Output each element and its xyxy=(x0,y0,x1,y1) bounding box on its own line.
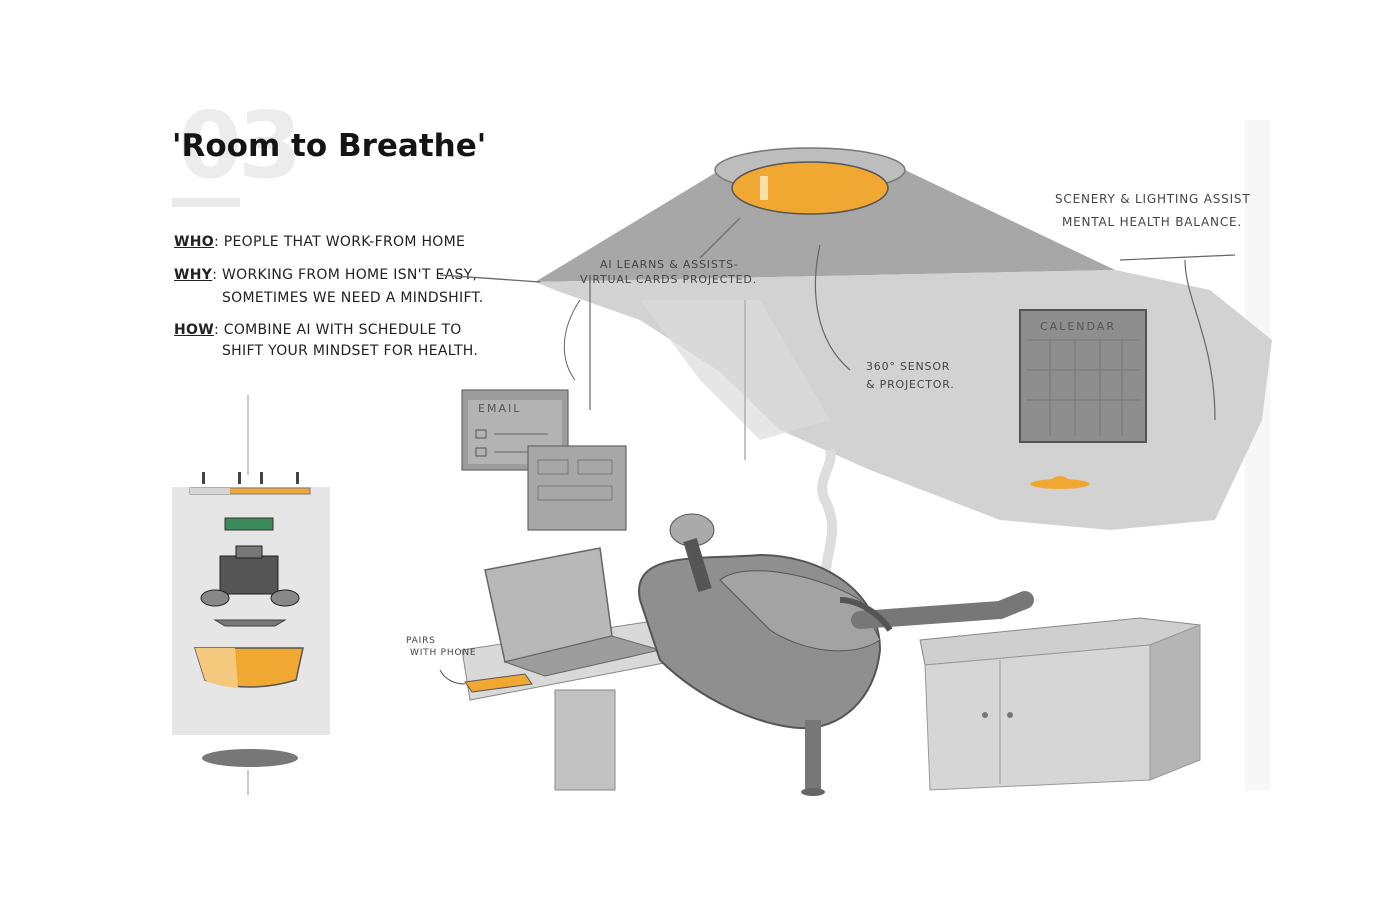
pairs-note-line-2: with phone xyxy=(410,648,477,658)
sunset-sun xyxy=(1048,476,1072,482)
frame-edge xyxy=(1245,120,1270,790)
projection-wall xyxy=(535,270,1272,530)
page-number-watermark: 03 xyxy=(178,92,302,199)
sensor-note-line-2: & projector. xyxy=(866,378,955,391)
pairs-note-line-1: Pairs xyxy=(406,636,436,646)
drawer-knob-1 xyxy=(982,712,988,718)
leader-line-phone xyxy=(439,669,466,685)
leader-line-sensor xyxy=(814,244,851,371)
task-card xyxy=(527,445,627,531)
why-label: WHY xyxy=(174,267,213,283)
diffuser-ring xyxy=(213,619,287,627)
email-checkbox-2 xyxy=(475,447,487,457)
leader-line-device xyxy=(699,217,741,259)
floor-shadow xyxy=(202,749,298,767)
left-desk-leg xyxy=(554,689,616,791)
scenery-note-line-1: Scenery & lighting assist xyxy=(1055,192,1251,206)
ceiling-device-light xyxy=(731,161,889,215)
sensor-note-line-1: 360° sensor xyxy=(866,360,951,373)
person-neck xyxy=(683,537,712,593)
mount-plate-silver xyxy=(190,488,230,494)
how-row: HOW: Combine AI with schedule to xyxy=(174,322,462,338)
why-row: WHY: Working from home isn't easy, xyxy=(174,267,478,283)
who-label: WHO xyxy=(174,234,214,250)
right-desk-side xyxy=(1149,624,1201,781)
how-line-2: shift your mindset for health. xyxy=(222,343,479,359)
task-block-1 xyxy=(537,459,569,475)
wall-shading xyxy=(640,300,830,440)
person-arm xyxy=(839,597,893,632)
email-checkbox-1 xyxy=(475,429,487,439)
who-row: WHO: People that work-from home xyxy=(174,234,466,250)
scenery-note-line-2: mental health balance. xyxy=(1062,215,1242,229)
calendar-card xyxy=(1019,309,1147,443)
email-card-label: EMAIL xyxy=(478,402,521,415)
right-desk-cabinet xyxy=(924,644,1151,791)
leader-line-ai-curve xyxy=(563,299,581,381)
chair-base xyxy=(801,788,825,796)
who-text: People that work-from home xyxy=(223,234,466,250)
leader-line-scenery-drop xyxy=(1184,259,1216,421)
projection-ceiling xyxy=(535,170,1115,282)
drawer-knob-2 xyxy=(1007,712,1013,718)
how-line-1: Combine AI with schedule to xyxy=(223,322,462,338)
why-line-1: Working from home isn't easy, xyxy=(221,267,478,283)
task-block-3 xyxy=(537,485,613,501)
circuit-board xyxy=(224,517,274,531)
page-number-underline xyxy=(172,198,240,207)
why-line-2: sometimes we need a mindshift. xyxy=(222,290,484,306)
calendar-card-label: CALENDAR xyxy=(1040,320,1116,333)
task-block-2 xyxy=(577,459,613,475)
person-legs xyxy=(851,591,1034,629)
chair-post xyxy=(805,720,821,790)
leader-line-why xyxy=(439,274,541,283)
how-label: HOW xyxy=(174,322,214,338)
sunset-glow xyxy=(1030,479,1090,489)
ai-note-line-2: virtual cards projected. xyxy=(580,273,757,286)
page-title: 'Room to Breathe' xyxy=(172,128,487,164)
orange-shade-highlight xyxy=(195,648,238,688)
calendar-grid xyxy=(1026,339,1140,436)
leader-line-scenery xyxy=(1119,254,1236,261)
phone xyxy=(464,673,533,693)
ai-note-line-1: AI learns & assists- xyxy=(600,258,739,271)
sensor-projector-module xyxy=(200,545,300,607)
ceiling-mount-screws xyxy=(202,472,299,484)
ceiling-device-highlight xyxy=(760,176,768,200)
